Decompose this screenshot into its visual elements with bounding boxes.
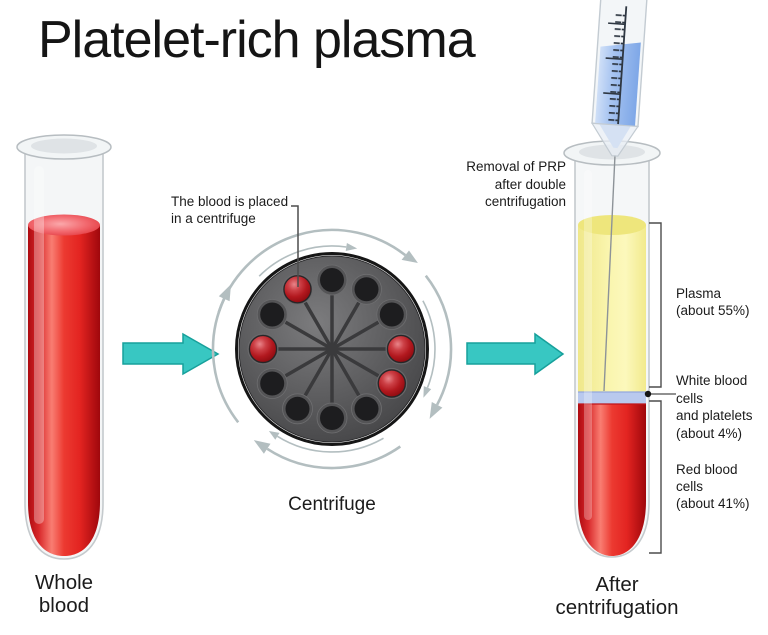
- layer-callouts: [644, 222, 676, 554]
- syringe-scale-line: [617, 6, 628, 125]
- left-tube-blood-surface: [28, 214, 100, 236]
- centrifuge-label: Centrifuge: [288, 494, 376, 515]
- flow-arrow-1: [122, 332, 220, 376]
- right-tube-outline: [574, 158, 650, 558]
- left-tube-rim-opening: [31, 138, 97, 154]
- rbc-bracket: [649, 400, 662, 554]
- slot-empty: [351, 393, 382, 425]
- syringe-scale-major-tick: [603, 92, 621, 95]
- rotation-arc-top: [217, 228, 407, 313]
- rotation-arrowhead-inner-top: [345, 243, 358, 251]
- red-blood-cells-layer: [578, 404, 646, 556]
- rotation-arc-inner-top: [258, 245, 347, 277]
- slot-blood-tube: [385, 333, 417, 365]
- rotation-arrowhead-inner-bottom: [268, 431, 280, 440]
- right-tube-glass-highlight: [584, 170, 592, 520]
- syringe-needle: [603, 154, 616, 392]
- rbc-layer-label: Red blood cells (about 41%): [676, 462, 750, 511]
- syringe: [590, 0, 648, 157]
- rotation-arc-left: [211, 298, 240, 424]
- wbc-callout-dot: [644, 390, 652, 398]
- rotation-arc-inner-bottom: [276, 435, 384, 453]
- rotation-arc-right: [424, 274, 453, 406]
- rotation-arrowhead-left: [218, 284, 231, 302]
- centrifuge-outer-ring: [235, 252, 429, 446]
- slot-blood-tube: [376, 368, 408, 399]
- slot-empty: [316, 264, 348, 296]
- centrifuge-hub: [327, 344, 337, 354]
- slot-empty: [256, 299, 288, 330]
- left-tube-outline: [24, 152, 104, 560]
- left-tube-glass-highlight: [34, 166, 44, 524]
- blood-placed-callout-line: [291, 205, 299, 287]
- syringe-scale-major-tick: [605, 57, 623, 61]
- syringe-cone: [590, 122, 640, 157]
- slot-empty: [316, 402, 348, 434]
- rotation-arrowhead-right: [429, 402, 443, 419]
- after-centrifugation-tube: [563, 140, 661, 558]
- rotation-arc-inner-right: [422, 300, 436, 388]
- rotation-arrowhead-top: [401, 250, 418, 263]
- rotation-arc-bottom: [266, 445, 402, 470]
- wbc-platelets-layer-label: White blood cells and platelets (about 4…: [676, 373, 753, 441]
- whole-blood-tube: [16, 134, 112, 560]
- slot-empty: [376, 299, 408, 330]
- page-title: Platelet-rich plasma: [38, 11, 476, 69]
- slot-empty: [282, 393, 313, 425]
- centrifuge: [211, 205, 453, 470]
- blood-placed-label: The blood is placed in a centrifuge: [171, 194, 289, 226]
- centrifuge-spokes: [277, 294, 387, 404]
- prp-removal-label: Removal of PRP after double centrifugati…: [466, 159, 566, 209]
- syringe-scale-major-tick: [608, 22, 626, 26]
- after-centrifugation-label: After centrifugation: [555, 573, 679, 619]
- slot-blood-tube: [247, 333, 279, 365]
- rotation-arrowhead-inner-right: [423, 386, 432, 398]
- rotation-arrows-icon: [211, 228, 453, 470]
- whole-blood-label: Whole blood: [34, 571, 94, 617]
- prp-buffy-coat-layer: [578, 392, 646, 404]
- centrifuge-empty-slots: [256, 264, 408, 434]
- plasma-bracket: [649, 222, 662, 388]
- slot-empty: [351, 273, 382, 305]
- plasma-layer-label: Plasma (about 55%): [676, 286, 750, 318]
- flow-arrow-2: [466, 332, 565, 376]
- rotation-arrowhead-bottom: [253, 440, 271, 454]
- slot-empty: [256, 368, 288, 399]
- left-tube-blood: [28, 225, 100, 556]
- plasma-layer: [578, 225, 646, 392]
